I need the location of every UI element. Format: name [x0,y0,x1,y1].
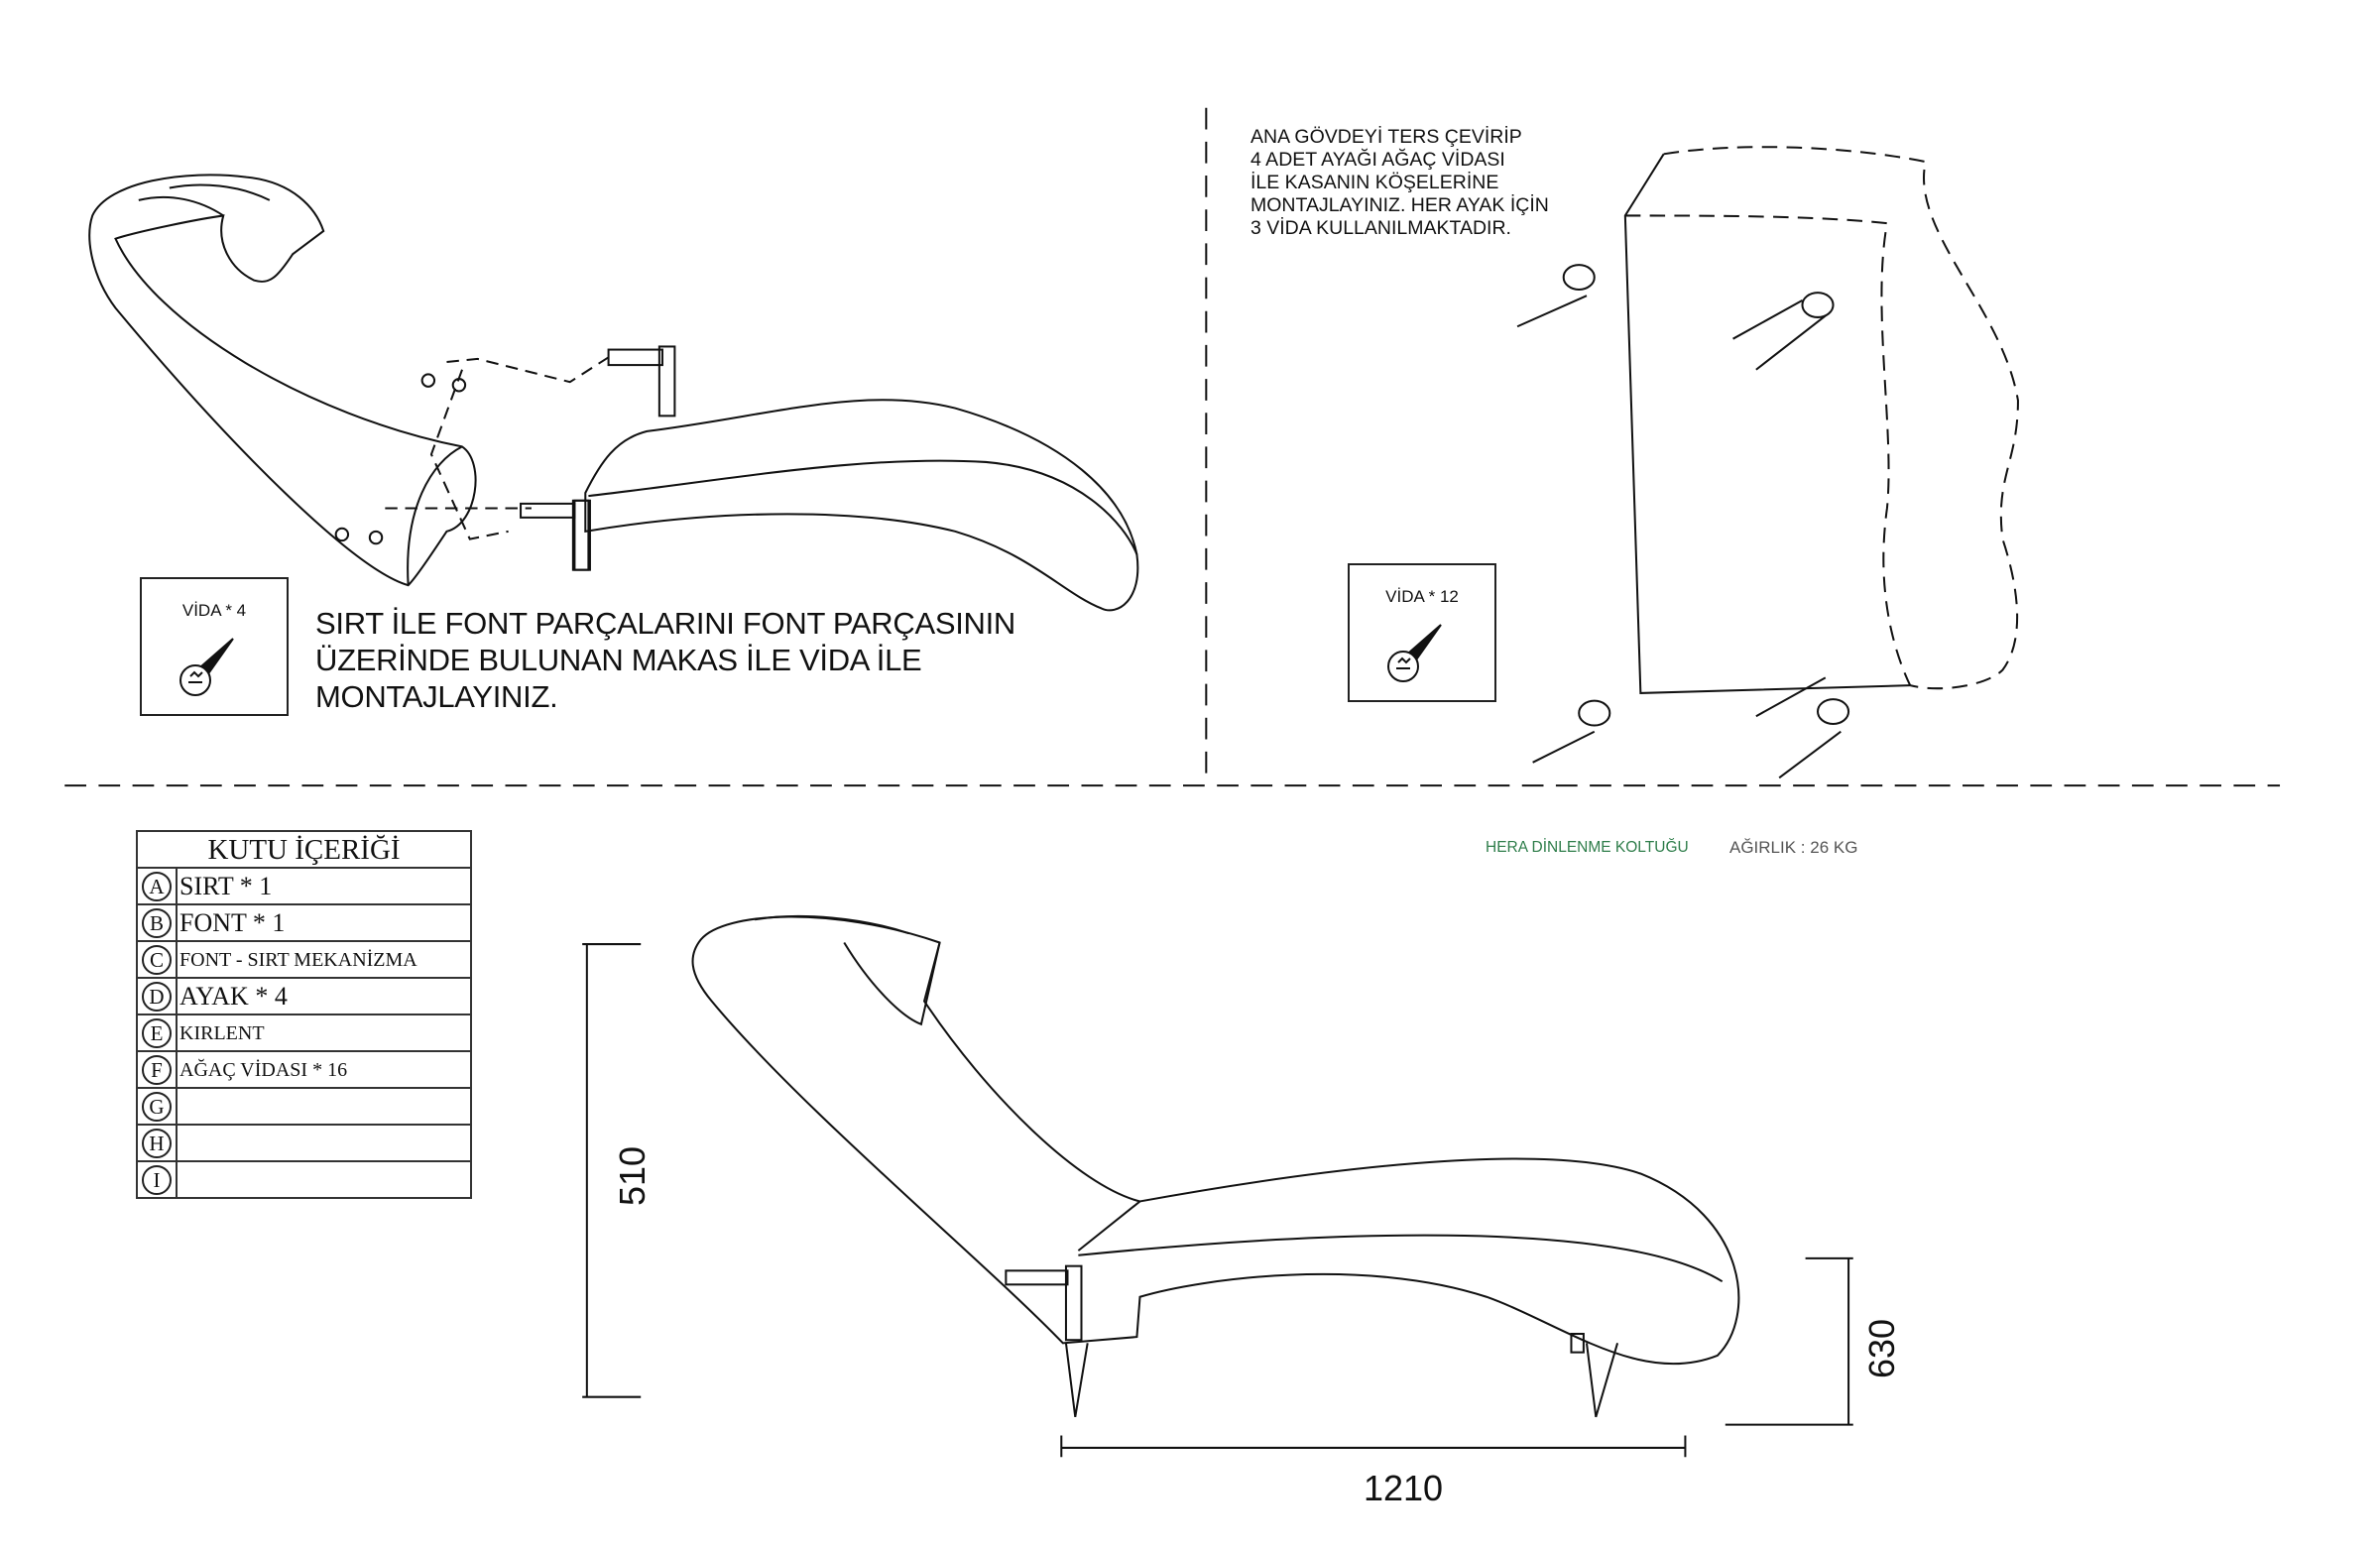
item-label: AĞAÇ VİDASI * 16 [176,1050,472,1089]
item-label: FONT * 1 [176,903,472,942]
instruction-line: MONTAJLAYINIZ. [315,679,558,714]
screw-count-label: VİDA * 12 [1385,587,1459,606]
instruction-line: SIRT İLE FONT PARÇALARINI FONT PARÇASINI… [315,606,1016,641]
table-row: H [136,1124,472,1162]
screw-count-box-step2: VİDA * 12 [1348,563,1496,702]
instruction-line: 4 ADET AYAĞI AĞAÇ VİDASI [1250,149,1505,171]
mechanism-guides [385,356,610,540]
frame-drawing [1623,146,2019,694]
table-row: G [136,1087,472,1126]
item-label [176,1124,472,1162]
item-label: AYAK * 4 [176,977,472,1015]
item-letter: F [142,1054,172,1085]
item-letter: I [142,1164,172,1195]
product-weight: AĞIRLIK : 26 KG [1729,838,1858,857]
step2-instructions: ANA GÖVDEYİ TERS ÇEVİRİP 4 ADET AYAĞI AĞ… [1250,126,1549,240]
instruction-line: ANA GÖVDEYİ TERS ÇEVİRİP [1250,126,1522,148]
table-row: I [136,1160,472,1199]
item-letter: D [142,981,172,1012]
back-piece-drawing [88,174,477,587]
item-letter: A [142,871,172,901]
item-label [176,1087,472,1126]
product-name: HERA DİNLENME KOLTUĞU [1486,839,1689,856]
instruction-line: İLE KASANIN KÖŞELERİNE [1250,172,1499,193]
instruction-line: 3 VİDA KULLANILMAKTADIR. [1250,217,1511,239]
screw-icon [179,638,234,696]
screw-count-box-step1: VİDA * 4 [140,577,289,716]
item-letter: E [142,1017,172,1048]
box-contents-title: KUTU İÇERİĞİ [136,830,472,869]
item-letter: B [142,907,172,938]
screw-count-label: VİDA * 4 [181,601,247,620]
item-letter: H [142,1128,172,1158]
step1-instructions: SIRT İLE FONT PARÇALARINI FONT PARÇASINI… [315,605,1015,715]
chaise-assembled-drawing [691,914,1740,1418]
item-label: FONT - SIRT MEKANİZMA [176,940,472,979]
item-letter: G [142,1091,172,1122]
dimension-lines [582,943,1853,1458]
screw-icon [1387,624,1442,682]
item-label: SIRT * 1 [176,867,472,905]
dimension-height-total: 630 [1861,1318,1902,1378]
dimension-height-back: 510 [612,1145,653,1206]
item-label: KIRLENT [176,1014,472,1052]
dimension-length: 1210 [1363,1468,1444,1508]
item-label [176,1160,472,1199]
instruction-line: ÜZERİNDE BULUNAN MAKAS İLE VİDA İLE [315,643,922,677]
bracket-icons [334,345,676,571]
item-letter: C [142,944,172,975]
leg-screws [1516,264,1850,779]
instruction-line: MONTAJLAYINIZ. HER AYAK İÇİN [1250,194,1549,216]
seat-piece-drawing [573,399,1139,612]
